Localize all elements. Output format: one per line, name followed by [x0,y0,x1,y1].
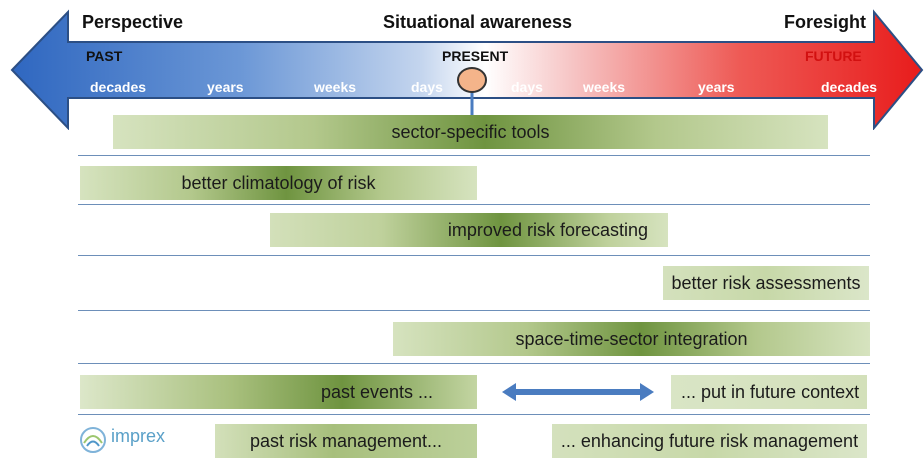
present-label: PRESENT [442,48,509,64]
row-divider [78,155,870,156]
row-divider [78,255,870,256]
scale-left-decades: decades [90,79,147,95]
bar-past-events: past events ... [80,375,477,409]
bar-better-assessments: better risk assessments [663,266,869,300]
foresight-label: Foresight [783,12,866,32]
bar-future-context: ... put in future context [671,375,867,409]
bar-improved-forecasting: improved risk forecasting [270,213,668,247]
imprex-logo: imprex [78,423,188,455]
timeline-arrow [10,9,924,130]
scale-right-years: years [698,79,735,95]
bar-space-time-sector: space-time-sector integration [393,322,870,356]
row-divider [78,310,870,311]
bar-better-climatology: better climatology of risk [80,166,477,200]
past-label: PAST [86,48,123,64]
bar-past-risk-management: past risk management... [215,424,477,458]
future-label: FUTURE [805,48,862,64]
row-divider [78,414,870,415]
scale-left-days: days [411,79,443,95]
bar-future-risk-management: ... enhancing future risk management [552,424,867,458]
scale-right-days: days [511,79,543,95]
scale-left-years: years [207,79,244,95]
bar-sector-specific-tools: sector-specific tools [113,115,828,149]
scale-left-weeks: weeks [314,79,357,95]
present-marker [457,67,487,93]
imprex-logo-text: imprex [111,426,166,446]
row-divider [78,363,870,364]
imprex-logo-icon [80,427,106,453]
row-divider [78,204,870,205]
double-arrow-icon [502,383,654,401]
scale-right-decades: decades [821,79,878,95]
diagram-title: Situational awareness [383,12,573,32]
perspective-label: Perspective [82,12,184,32]
scale-right-weeks: weeks [583,79,626,95]
